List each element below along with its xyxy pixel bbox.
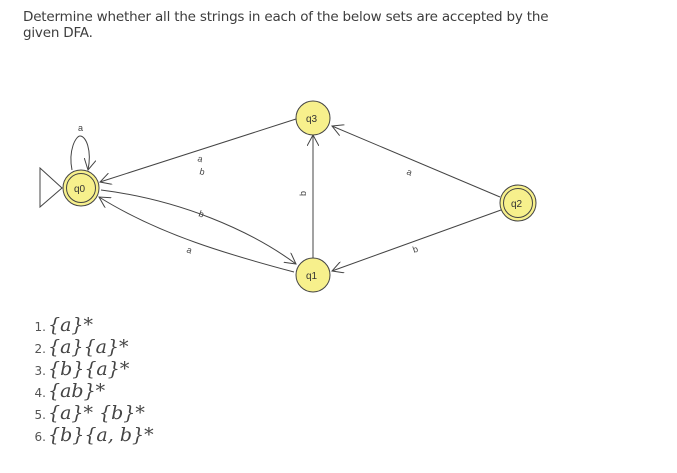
set-item-6: 6.{b}{a, b}* — [34, 424, 154, 446]
edge-q0-q1 — [100, 189, 296, 264]
set-expression: {b}{a}* — [48, 358, 130, 380]
question-text: Determine whether all the strings in eac… — [23, 9, 549, 41]
set-item-5: 5.{a}* {b}* — [34, 402, 145, 424]
set-list: 1.{a}* 2.{a}{a}* 3.{b}{a}* 4.{ab}* 5.{a}… — [22, 314, 154, 446]
state-q2: q2 — [499, 184, 537, 222]
edge-label-q0-q0: a — [78, 123, 83, 133]
svg-text:q0: q0 — [74, 184, 86, 195]
edge-label-q3-q0-a: a — [196, 153, 203, 164]
edge-label-q2-q1: b — [411, 244, 419, 255]
state-q1: q1 — [295, 257, 331, 293]
set-item-3: 3.{b}{a}* — [34, 358, 130, 380]
svg-text:q1: q1 — [306, 271, 318, 282]
state-q0: q0 — [62, 169, 100, 207]
edge-label-q3-q0-b: b — [198, 166, 205, 177]
state-q3: q3 — [295, 100, 331, 136]
edge-label-q0-q1: b — [197, 208, 205, 219]
edge-label-q1-q0: a — [185, 244, 193, 255]
start-state-indicator — [39, 166, 63, 209]
edge-q3-q0 — [100, 118, 297, 182]
svg-text:q2: q2 — [511, 199, 523, 210]
edge-q0-q0 — [70, 135, 89, 170]
edge-label-q1-q3: b — [298, 191, 308, 196]
set-expression: {a}{a}* — [48, 336, 129, 358]
set-expression: {ab}* — [48, 380, 106, 402]
edge-q2-q3 — [332, 126, 501, 198]
set-item-4: 4.{ab}* — [34, 380, 106, 402]
set-expression: {a}* {b}* — [48, 402, 145, 424]
set-item-2: 2.{a}{a}* — [34, 336, 129, 358]
set-expression: {b}{a, b}* — [48, 424, 154, 446]
svg-text:q3: q3 — [306, 114, 318, 125]
edge-label-q2-q3: a — [405, 167, 413, 178]
set-expression: {a}* — [48, 314, 94, 336]
set-item-1: 1.{a}* — [34, 314, 94, 336]
edge-q2-q1 — [332, 209, 502, 271]
edge-q1-q0 — [99, 197, 295, 273]
